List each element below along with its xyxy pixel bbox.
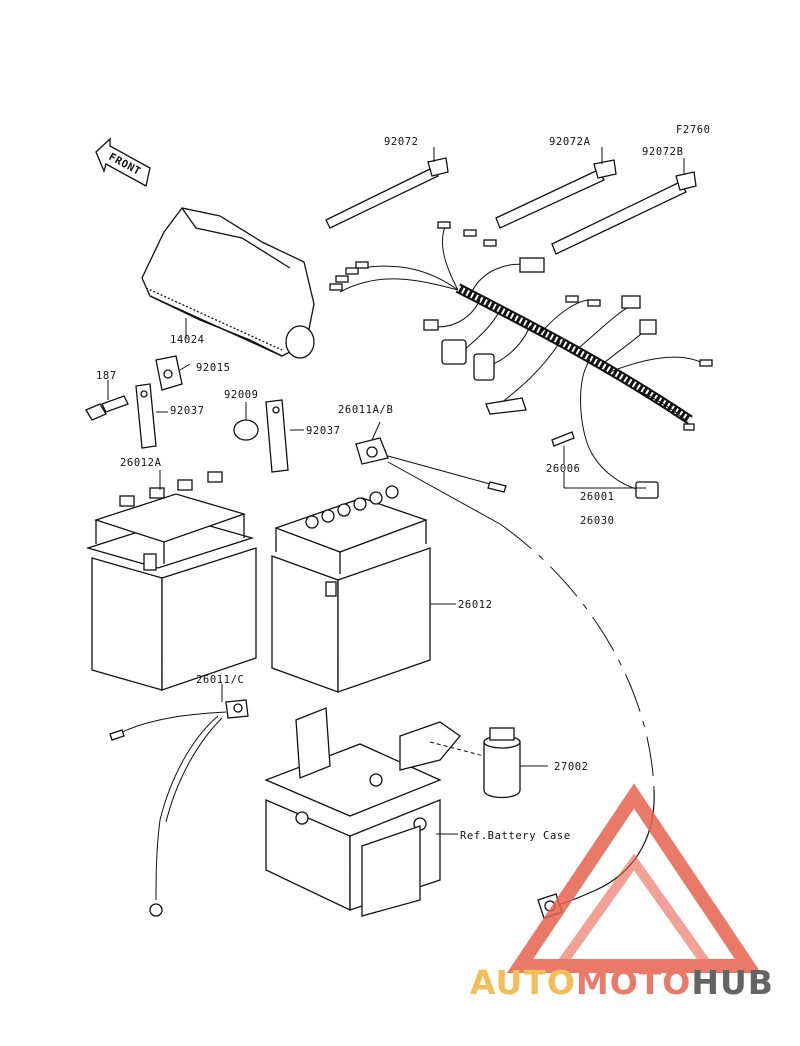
label-26030: 26030 [580,515,615,527]
terminal-92037-left [135,383,157,449]
battery-lead-26011ab [355,437,655,791]
leader-lines [156,363,646,490]
wiring-harness-26001 [329,221,713,499]
terminal-92037-right [265,399,289,473]
battery-26012 [271,485,456,693]
watermark-auto: AUTO [470,963,576,1002]
cable-tie-92072 [325,147,449,229]
battery-lead-26011c [109,684,249,917]
svg-text:AUTOMOTOHUB: AUTOMOTOHUB [470,963,774,1002]
cable-tie-92072a [495,147,617,229]
label-ref-battery-case: Ref.Battery Case [460,830,571,842]
battery-case [264,707,461,917]
label-92072a: 92072A [549,136,591,148]
bolt-187 [85,380,129,421]
label-92072: 92072 [384,136,419,148]
label-27002: 27002 [554,761,589,773]
front-arrow: FRONT [95,137,151,187]
label-26001: 26001 [580,491,615,503]
battery-26012a [85,471,257,691]
diagram-code: F2760 [676,124,711,136]
battery-cover-14024 [141,207,315,359]
watermark-hub: HUB [691,963,774,1002]
label-92015: 92015 [196,362,231,374]
label-92072b: 92072B [642,146,684,158]
cap-92009 [233,402,259,441]
cable-tie-92072b [551,158,697,255]
label-26012a: 26012A [120,457,162,469]
relay-27002 [429,727,548,799]
label-92009: 92009 [224,389,259,401]
label-26011ab: 26011A/B [338,404,393,416]
label-187: 187 [96,370,117,382]
label-26012: 26012 [458,599,493,611]
label-26011c: 26011/C [196,674,244,686]
part-labels: 92072 92072A 92072B 14024 187 92015 9203… [96,136,684,842]
label-92037-right: 92037 [306,425,341,437]
label-26006: 26006 [546,463,581,475]
label-14024: 14024 [170,334,205,346]
fuse-26006 [551,431,575,464]
clamp-92015 [155,355,183,391]
watermark-moto: MOTO [576,963,691,1002]
watermark-logo: AUTOMOTOHUB [470,783,774,1002]
label-92037-left: 92037 [170,405,205,417]
